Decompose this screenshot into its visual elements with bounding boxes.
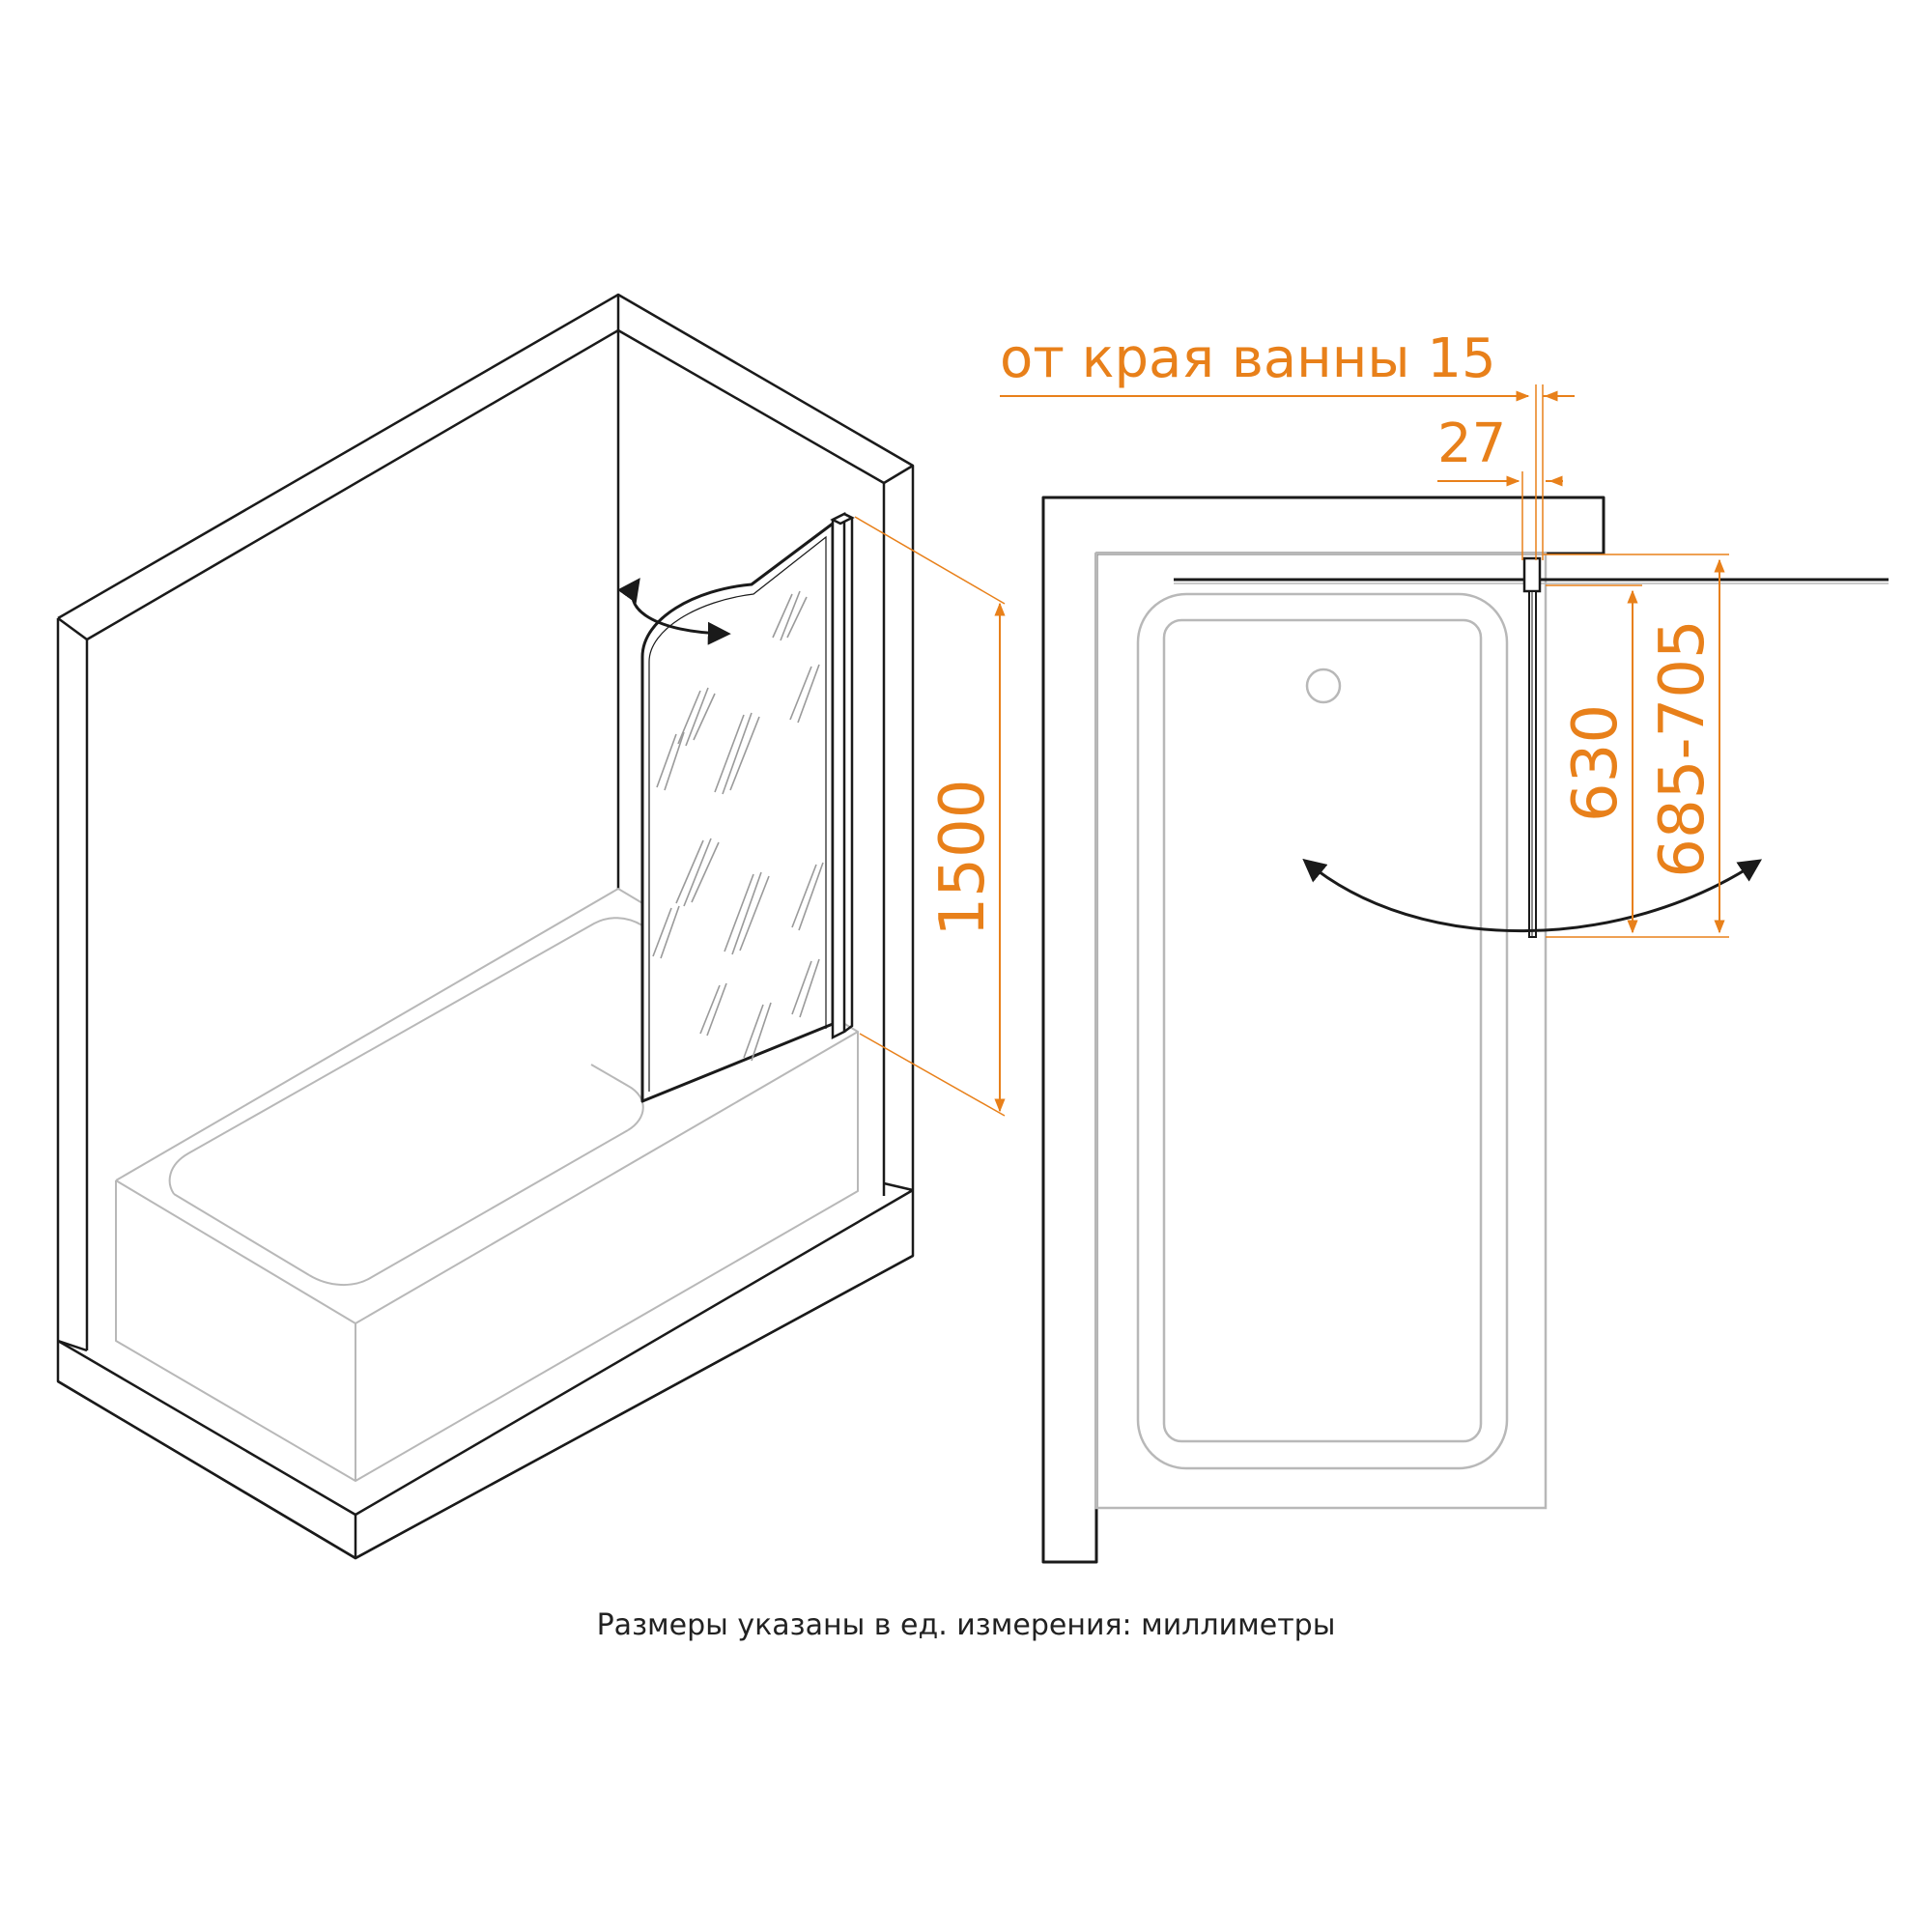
dimension-label-630: 630 <box>1560 704 1632 822</box>
dimension-1500: 1500 <box>854 516 1006 1117</box>
units-caption: Размеры указаны в ед. измерения: миллиме… <box>596 1608 1336 1642</box>
dimension-label-685-705: 685-705 <box>1647 619 1719 877</box>
dimension-630: 630 <box>1546 584 1729 938</box>
plan-view: от края ванны 15 27 630 685-705 <box>1000 327 1889 1564</box>
swing-arrow-plan <box>1302 858 1762 933</box>
dimension-685-705: 685-705 <box>1544 554 1729 934</box>
bathtub-iso <box>115 888 859 1482</box>
wall-outline <box>56 293 915 1560</box>
isometric-view: 1500 <box>56 293 1006 1560</box>
bathtub-plan <box>1094 552 1548 1510</box>
plan-wall <box>1041 496 1605 1564</box>
dimension-from-edge: от края ванны 15 <box>1000 327 1575 560</box>
wall-profile <box>830 511 855 1040</box>
dimension-label-from-edge: от края ванны 15 <box>1000 327 1496 390</box>
swing-arrow-iso <box>617 578 731 645</box>
dimension-label-1500: 1500 <box>927 780 999 937</box>
dimension-label-27: 27 <box>1437 412 1506 475</box>
glass-pattern <box>652 590 824 1062</box>
glass-panel-plan <box>1174 556 1889 938</box>
dimension-27: 27 <box>1437 412 1563 560</box>
glass-panel-iso <box>617 511 855 1103</box>
